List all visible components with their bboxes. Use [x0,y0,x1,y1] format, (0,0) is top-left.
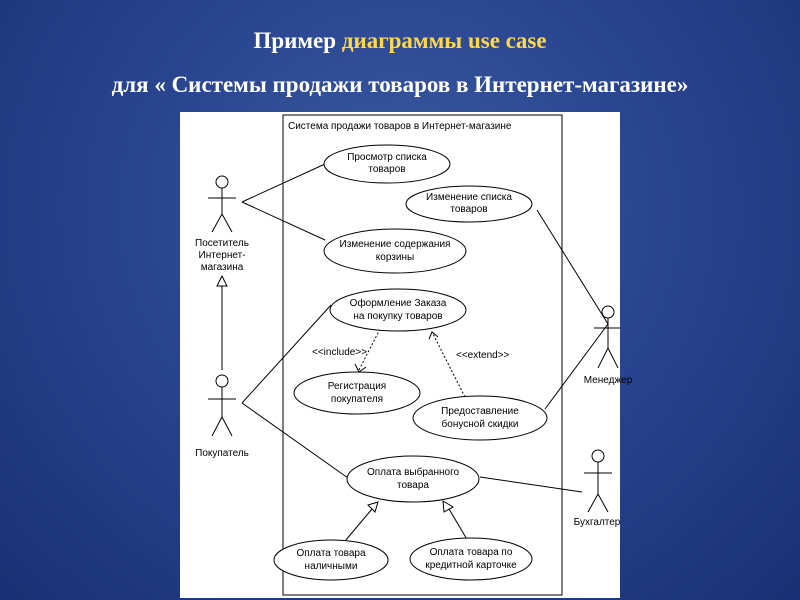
use-case-ellipse [405,185,533,223]
use-case-label: товаров [450,204,487,215]
use-case-label: наличными [305,561,358,572]
assoc-buyer-place-order [241,304,332,404]
use-case-label: Просмотр списка [347,152,427,163]
use-case-ellipse [409,537,533,581]
use-case-edit-cart: Изменение содержания корзины [323,228,467,274]
use-case-diagram: Система продажи товаров в Интернет-магаз… [180,112,620,598]
include-arrowhead [354,363,367,373]
title-highlight: диаграммы use case [341,28,547,53]
use-case-label: Оплата товара по [430,547,513,558]
generalization-arrowhead [442,500,454,513]
extend-label: <<extend>> [456,350,510,361]
use-case-label: товаров [368,164,405,175]
extend-arrowhead [428,331,439,340]
use-case-label: на покупку товаров [353,311,442,322]
use-case-place-order: Оформление Заказа на покупку товаров [329,288,467,332]
use-case-registration: Регистрация покупателя [293,371,421,415]
use-case-label: товара [397,480,429,491]
assoc-manager-bonus [544,323,609,410]
use-case-view-list: Просмотр списка товаров [323,144,451,184]
actor-label: Покупатель [195,448,249,459]
use-case-cash-payment: Оплата товара наличными [273,539,389,581]
use-case-label: Предоставление [441,406,519,417]
use-case-ellipse [412,395,548,441]
use-case-card-payment: Оплата товара по кредитной карточке [409,537,533,581]
stick-figure-icon [208,374,236,437]
use-case-label: покупателя [331,394,383,405]
include-label: <<include>> [312,347,367,358]
use-case-edit-list: Изменение списка товаров [405,185,533,223]
use-case-label: бонусной скидки [442,418,519,430]
slide-title-line-2: для « Системы продажи товаров в Интернет… [111,72,689,97]
stick-figure-icon [208,175,236,233]
generalization-cash-payment [344,508,373,542]
use-case-ellipse [323,144,451,184]
actor-label: магазина [201,262,244,273]
system-label: Система продажи товаров в Интернет-магаз… [288,121,512,132]
assoc-buyer-payment [241,402,349,479]
use-case-label: Изменение списка [426,192,512,203]
use-case-label: Оплата товара [296,548,366,559]
use-case-ellipse [293,371,421,415]
assoc-visitor-edit-cart [241,201,326,241]
use-case-label: Изменение содержания [340,239,451,250]
use-case-label: Оплата выбранного [367,466,460,478]
use-case-ellipse [329,288,467,332]
actor-visitor: Посетитель Интернет- магазина [195,175,249,273]
stick-figure-icon [584,449,612,513]
use-case-label: Оформление Заказа [350,297,447,309]
generalization-arrowhead [367,501,379,513]
slide-title-line-1: Пример диаграммы use case [0,28,800,54]
use-case-ellipse [323,228,467,274]
generalization-arrowhead [216,274,228,287]
actor-accountant [584,449,612,513]
actor-label: Посетитель [195,238,249,249]
generalization-card-payment [448,508,469,542]
use-case-ellipse [346,455,480,503]
assoc-accountant-payment [479,476,583,493]
use-case-label: корзины [376,252,414,263]
assoc-manager-edit-list [536,209,609,325]
actor-buyer: Покупатель [195,374,249,459]
title-prefix: Пример [253,28,342,53]
system-boundary [282,114,563,596]
use-case-label: Регистрация [328,381,386,392]
use-case-payment: Оплата выбранного товара [346,455,480,503]
extend-dependency [431,331,466,398]
use-case-bonus-discount: Предоставление бонусной скидки [412,395,548,441]
diagram-canvas: Система продажи товаров в Интернет-магаз… [195,114,620,596]
use-case-label: кредитной карточке [425,560,517,571]
assoc-visitor-view-list [241,163,326,203]
stick-figure-icon [594,305,620,369]
actor-label: Интернет- [199,250,246,261]
actor-manager [594,305,620,369]
use-case-ellipse [273,539,389,581]
